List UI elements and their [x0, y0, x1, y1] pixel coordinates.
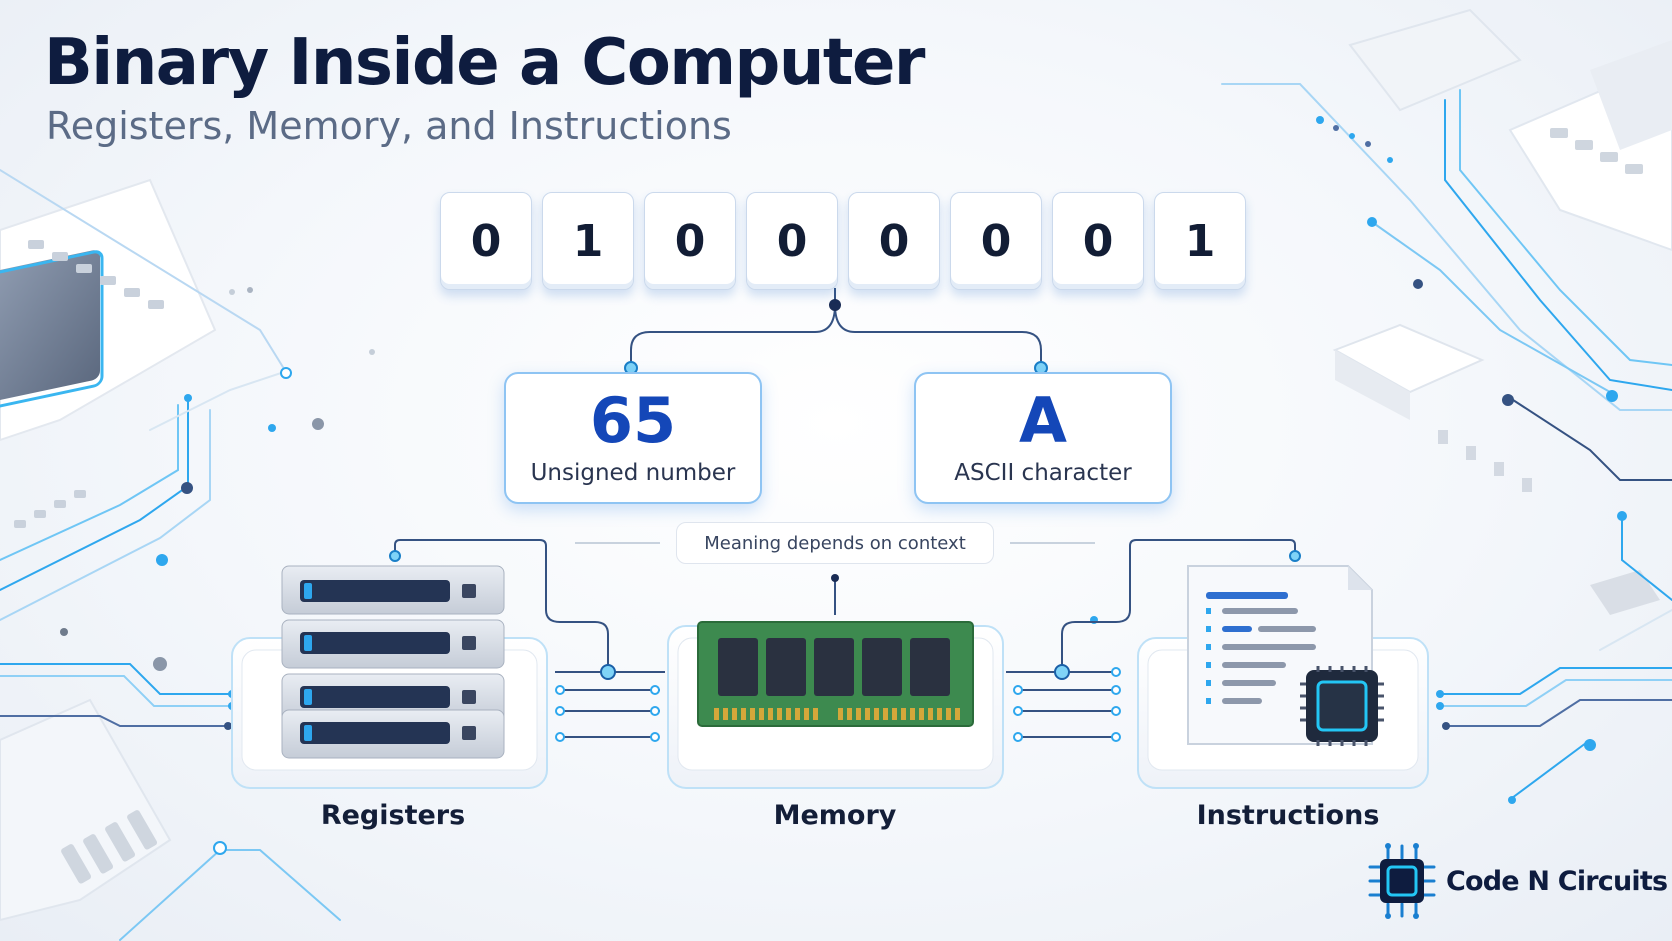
bit-cell: 0 — [848, 192, 940, 290]
ram-module-icon — [697, 621, 974, 727]
component-connector-nodes — [389, 550, 1301, 742]
top-right-decor — [1332, 8, 1672, 615]
bit-cell: 1 — [1154, 192, 1246, 290]
bit-cell: 0 — [440, 192, 532, 290]
bit-cell: 1 — [542, 192, 634, 290]
unsigned-number-value: 65 — [589, 384, 677, 457]
context-note: Meaning depends on context — [676, 522, 994, 564]
connector-hub-node — [829, 299, 841, 311]
bit-cell: 0 — [1052, 192, 1144, 290]
instructions-label: Instructions — [1196, 800, 1380, 831]
ascii-character-value: A — [1019, 384, 1067, 457]
page-title: Binary Inside a Computer — [44, 26, 925, 100]
right-traces — [1221, 83, 1672, 799]
right-trace-nodes — [1090, 116, 1627, 804]
left-chip-decor — [0, 178, 217, 528]
server-rack-icon — [281, 565, 505, 759]
unsigned-number-card: 65 Unsigned number — [504, 372, 762, 504]
bit-cell: 0 — [644, 192, 736, 290]
binary-byte: 0 1 0 0 0 0 0 1 — [440, 192, 1246, 290]
registers-label: Registers — [320, 800, 466, 831]
ascii-character-card: A ASCII character — [914, 372, 1172, 504]
left-traces — [0, 169, 341, 941]
cpu-chip-icon — [1300, 666, 1384, 746]
brand-name: Code N Circuits — [1446, 865, 1668, 897]
bit-cell: 0 — [950, 192, 1042, 290]
brand-logo: Code N Circuits — [1366, 842, 1668, 920]
chip-logo-icon — [1368, 843, 1436, 919]
ascii-character-label: ASCII character — [954, 460, 1132, 486]
instruction-document-icon — [1187, 565, 1384, 746]
page-subtitle: Registers, Memory, and Instructions — [46, 104, 732, 148]
memory-label: Memory — [773, 800, 897, 831]
bottom-left-decor — [0, 698, 172, 922]
bit-cell: 0 — [746, 192, 838, 290]
memory-stem-node — [831, 574, 839, 582]
unsigned-number-label: Unsigned number — [530, 460, 736, 486]
